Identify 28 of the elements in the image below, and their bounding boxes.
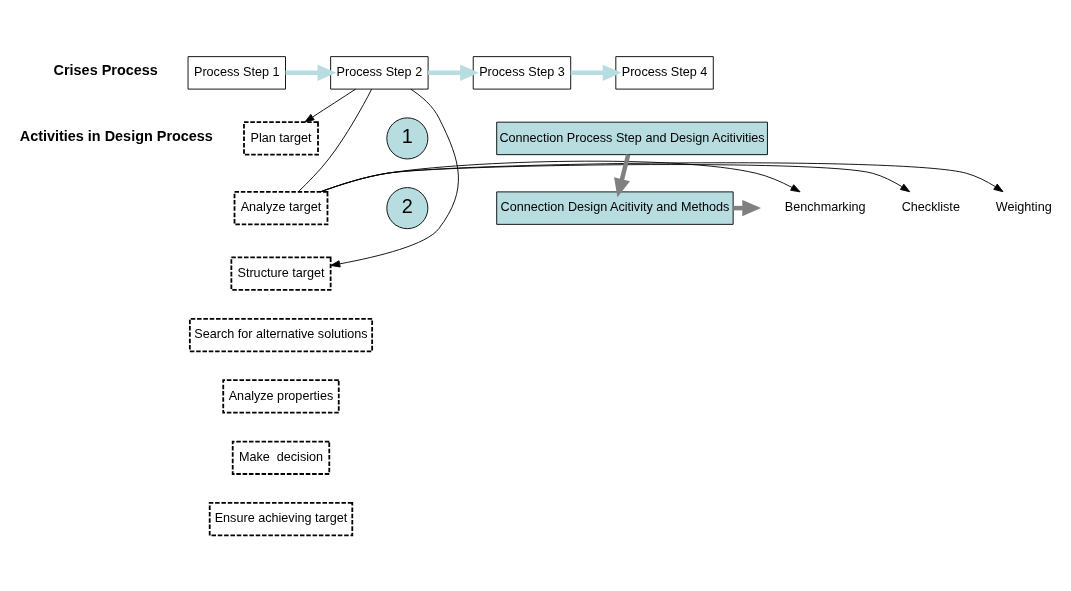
node-circle: 1 [386, 116, 429, 159]
arrow [570, 64, 622, 81]
node-box: Process Step 3 [472, 55, 572, 90]
arrow [330, 88, 459, 267]
node-text: Checkliste [901, 199, 960, 214]
arrow [614, 153, 631, 197]
node-box: Connection Process Step and Design Acitivities [496, 121, 768, 155]
node-box: Make decision [231, 440, 331, 475]
node-box: Ensure achieving target [208, 501, 354, 536]
label: Crises Process [53, 61, 158, 78]
arrow [304, 88, 356, 122]
node-box: Plan target [243, 120, 319, 156]
node-box: Process Step 4 [615, 55, 714, 90]
arrow [285, 64, 337, 81]
node-text: Benchmarking [784, 199, 866, 214]
label: Activities in Design Process [19, 127, 213, 144]
node-box: Connection Design Acitivity and Methods [496, 190, 734, 225]
arrow [428, 64, 479, 81]
node-text: Weighting [995, 199, 1052, 214]
node-box: Analyze properties [222, 378, 340, 414]
node-box: Analyze target [233, 190, 329, 225]
node-box: Process Step 1 [187, 55, 286, 90]
arrow [320, 161, 1004, 192]
node-box: Process Step 2 [330, 55, 429, 90]
node-box: Search for alternative solutions [188, 317, 374, 352]
connector [297, 88, 373, 192]
node-box: Structure target [230, 256, 332, 291]
node-circle: 2 [386, 186, 429, 229]
